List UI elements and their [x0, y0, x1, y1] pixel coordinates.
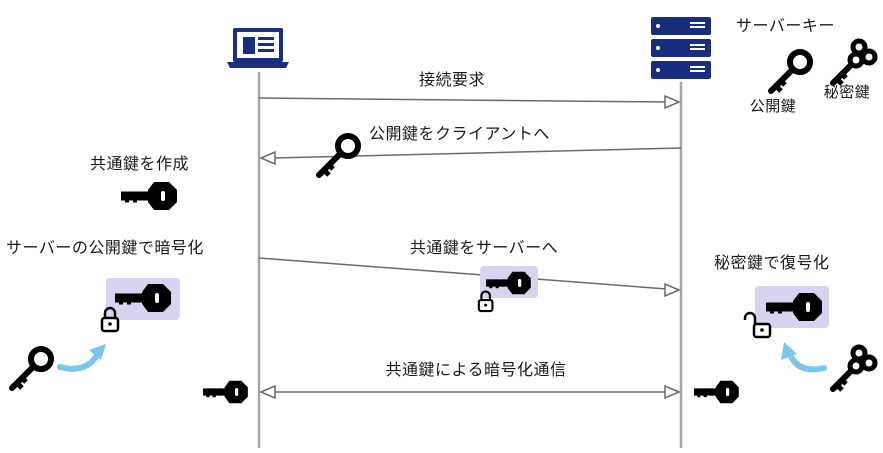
message-connect-request: 接続要求 — [418, 70, 486, 89]
curved-arrow-head — [89, 344, 106, 360]
curved-arrow-icon — [787, 351, 827, 373]
step-create-common-key: 共通鍵を作成 — [90, 154, 190, 173]
common-key-to-server-arrow — [258, 257, 681, 298]
curved-arrow-icon — [57, 351, 101, 372]
message-encrypted-communication: 共通鍵による暗号化通信 — [385, 360, 567, 379]
public-key-icon — [771, 52, 810, 91]
server-icon — [651, 17, 711, 79]
common-key-icon — [121, 182, 177, 210]
step-encrypt-with-public-key: サーバーの公開鍵で暗号化 — [6, 238, 204, 257]
public-key-icon — [319, 136, 358, 175]
legend-title: サーバーキー — [736, 16, 835, 35]
encrypted-communication-arrow — [259, 384, 681, 400]
laptop-icon — [227, 28, 289, 68]
common-key-icon — [694, 380, 739, 404]
message-common-key-to-server: 共通鍵をサーバーへ — [409, 238, 559, 257]
step-decrypt-with-private-key: 秘密鍵で復号化 — [714, 253, 830, 272]
message-public-key-to-client: 公開鍵をクライアントへ — [369, 124, 550, 143]
private-key-icon — [833, 41, 875, 84]
common-key-icon — [203, 380, 248, 404]
connect-request-arrow — [258, 94, 681, 110]
legend-private-key-label: 秘密鍵 — [823, 83, 871, 101]
legend-public-key-label: 公開鍵 — [749, 97, 797, 115]
public-key-to-client-arrow — [259, 147, 682, 166]
public-key-icon — [12, 349, 51, 388]
curved-arrow-head — [781, 342, 797, 360]
private-key-icon — [833, 347, 875, 390]
